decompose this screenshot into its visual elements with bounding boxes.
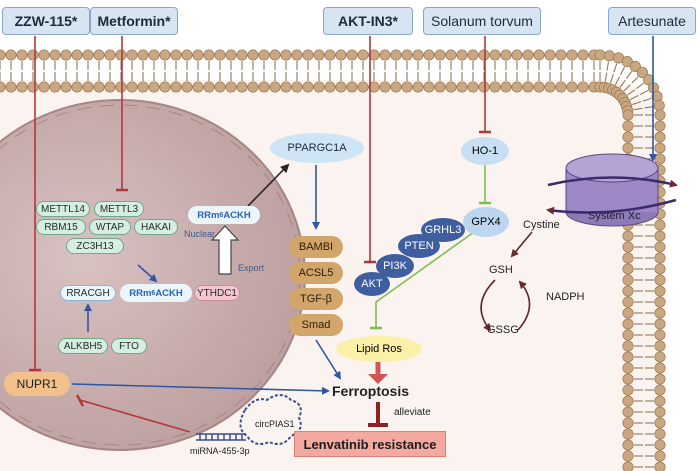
label-system-xc: System Xc bbox=[588, 210, 641, 222]
drug-solanum-torvum: Solanum torvum bbox=[423, 7, 541, 35]
label-export: Export bbox=[238, 263, 265, 273]
node-ythdc1: YTHDC1 bbox=[194, 285, 240, 301]
node-lipid-ros: Lipid Ros bbox=[336, 336, 422, 362]
node-pten: PTEN bbox=[398, 234, 440, 258]
node-rracgh: RRACGH bbox=[60, 285, 116, 301]
label-circpias1: circPIAS1 bbox=[255, 419, 295, 429]
drug-akt-in3: AKT-IN3* bbox=[323, 7, 413, 35]
node-bambi: BAMBI bbox=[289, 236, 343, 258]
node-alkbh5: ALKBH5 bbox=[58, 338, 108, 354]
node-akt: AKT bbox=[354, 272, 390, 296]
label-nuclear: Nuclear bbox=[184, 229, 216, 239]
system-xc-transporter bbox=[546, 153, 678, 227]
label-ferroptosis: Ferroptosis bbox=[332, 383, 410, 399]
drug-metformin: Metformin* bbox=[90, 7, 178, 35]
node-nupr1: NUPR1 bbox=[4, 372, 70, 396]
node-zc3h13: ZC3H13 bbox=[66, 238, 124, 254]
node-ppargc1a: PPARGC1A bbox=[270, 133, 364, 163]
node-tgf-beta: TGF-β bbox=[289, 288, 343, 310]
drug-artesunate: Artesunate bbox=[608, 7, 696, 35]
label-mirna-455-3p: miRNA-455-3p bbox=[190, 446, 250, 456]
node-lenvatinib-resistance: Lenvatinib resistance bbox=[294, 431, 446, 457]
label-gssg: GSSG bbox=[487, 324, 519, 336]
node-mettl14: METTL14 bbox=[36, 201, 90, 217]
node-ho1: HO-1 bbox=[461, 137, 509, 165]
node-wtap: WTAP bbox=[89, 219, 131, 235]
node-smad: Smad bbox=[289, 314, 343, 336]
node-mettl3: METTL3 bbox=[94, 201, 144, 217]
label-nadph: NADPH bbox=[546, 291, 585, 303]
label-gsh: GSH bbox=[489, 264, 513, 276]
label-cystine: Cystine bbox=[523, 219, 560, 231]
node-hakai: HAKAI bbox=[134, 219, 178, 235]
label-alleviate: alleviate bbox=[394, 407, 431, 418]
node-acsl5: ACSL5 bbox=[289, 262, 343, 284]
node-gpx4: GPX4 bbox=[463, 207, 509, 237]
node-rbm15: RBM15 bbox=[36, 219, 86, 235]
drug-zzw115: ZZW-115* bbox=[2, 7, 90, 35]
node-fto: FTO bbox=[111, 338, 147, 354]
